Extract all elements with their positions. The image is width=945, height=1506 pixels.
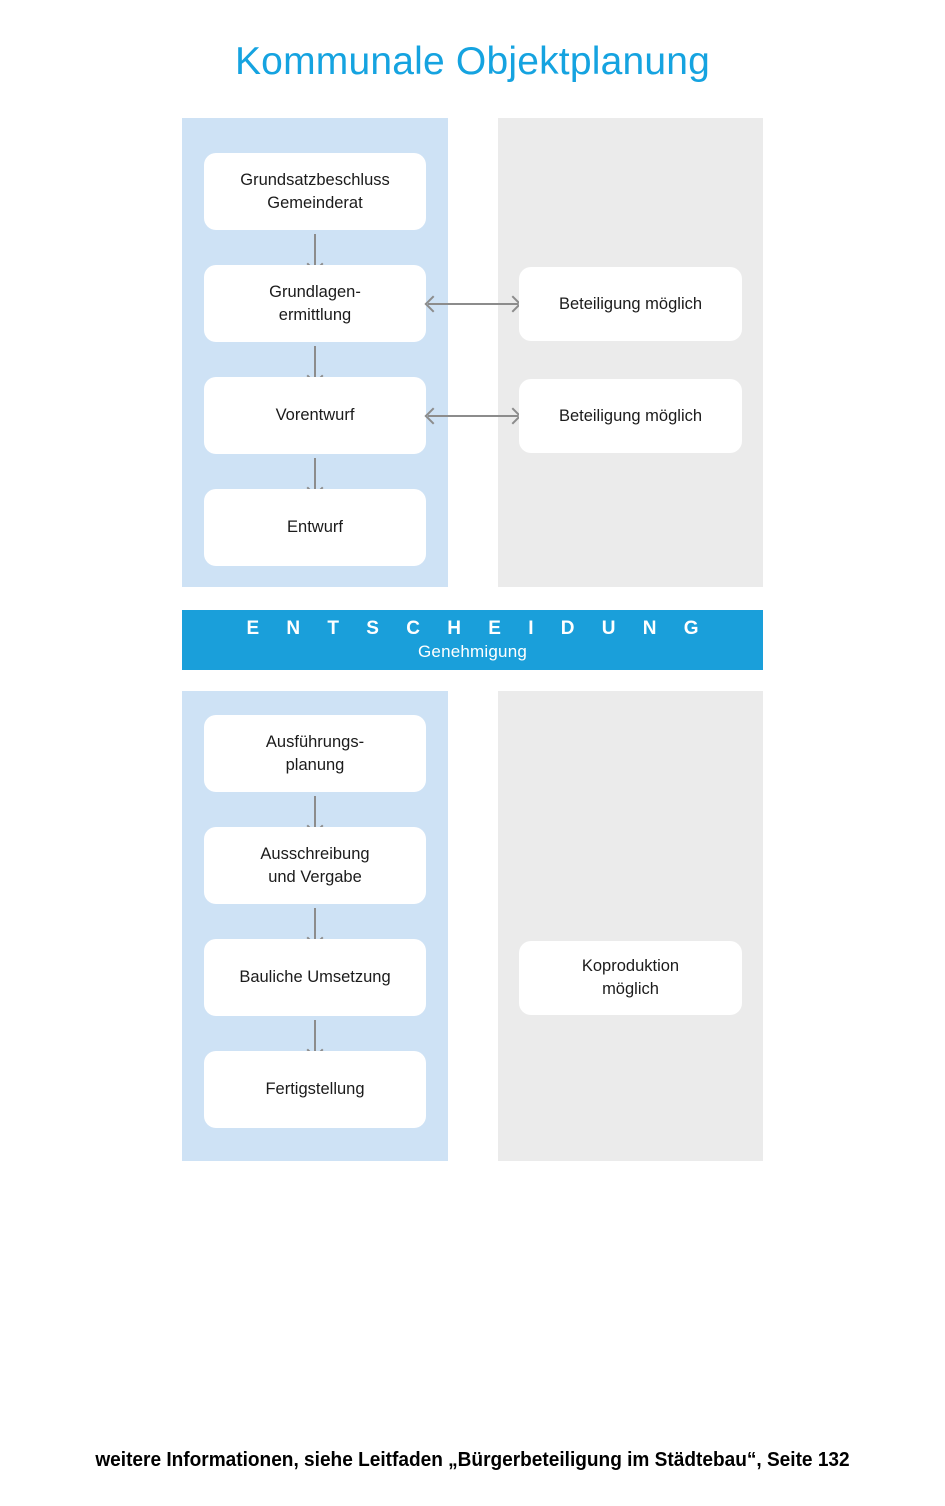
decision-banner-title: E N T S C H E I D U N G — [246, 618, 710, 639]
node-label-line2: Gemeinderat — [267, 193, 363, 212]
node-label-line1: Grundsatzbeschluss — [240, 170, 390, 189]
decision-banner-subtitle: Genehmigung — [418, 642, 527, 661]
node-grundlagenermittlung[interactable]: Grundlagen- ermittlung — [204, 265, 426, 342]
arrow-down-2 — [314, 346, 316, 381]
arrow-bidirectional-2 — [428, 415, 518, 417]
footer-note: weitere Informationen, siehe Leitfaden „… — [95, 1448, 850, 1471]
node-label: Ausschreibung und Vergabe — [260, 843, 369, 889]
node-entwurf[interactable]: Entwurf — [204, 489, 426, 566]
node-label-line1: Ausschreibung — [260, 844, 370, 863]
arrow-down-5 — [314, 908, 316, 943]
node-fertigstellung[interactable]: Fertigstellung — [204, 1051, 426, 1128]
node-beteiligung-moeglich-2[interactable]: Beteiligung möglich — [519, 379, 742, 453]
node-label: Koproduktion möglich — [582, 955, 679, 1001]
arrow-down-6 — [314, 1020, 316, 1055]
decision-banner: E N T S C H E I D U N G Genehmigung — [182, 610, 763, 670]
node-label: Grundlagen- ermittlung — [269, 281, 361, 327]
node-label: Ausführungs- planung — [266, 731, 364, 777]
node-label: Grundsatzbeschluss Gemeinderat — [240, 169, 390, 215]
node-vorentwurf[interactable]: Vorentwurf — [204, 377, 426, 454]
node-label-line1: Ausführungs- — [265, 732, 365, 751]
page-title: Kommunale Objektplanung — [234, 40, 711, 83]
arrow-bidirectional-1 — [428, 303, 518, 305]
node-label-line1: Grundlagen- — [269, 282, 361, 301]
arrow-down-1 — [314, 234, 316, 269]
node-label: Fertigstellung — [265, 1080, 365, 1098]
node-grundsatzbeschluss-gemeinderat[interactable]: Grundsatzbeschluss Gemeinderat — [204, 153, 426, 230]
node-label: Beteiligung möglich — [558, 294, 703, 313]
node-label-line2: möglich — [602, 980, 659, 998]
arrow-down-3 — [314, 458, 316, 493]
node-label: Vorentwurf — [275, 406, 355, 424]
node-label-line1: Koproduktion — [581, 957, 680, 975]
phase-one-participation-panel — [498, 118, 763, 587]
node-label: Entwurf — [287, 518, 343, 536]
node-label-line2: und Vergabe — [268, 867, 362, 886]
node-koproduktion-moeglich[interactable]: Koproduktion möglich — [519, 941, 742, 1015]
node-bauliche-umsetzung[interactable]: Bauliche Umsetzung — [204, 939, 426, 1016]
phase-two-participation-panel — [498, 691, 763, 1161]
node-label: Bauliche Umsetzung — [239, 968, 391, 986]
node-ausfuehrungsplanung[interactable]: Ausführungs- planung — [204, 715, 426, 792]
node-ausschreibung-und-vergabe[interactable]: Ausschreibung und Vergabe — [204, 827, 426, 904]
node-label: Beteiligung möglich — [558, 406, 703, 425]
arrow-down-4 — [314, 796, 316, 831]
node-label-line2: planung — [285, 755, 345, 774]
node-label-line2: ermittlung — [278, 305, 352, 324]
node-beteiligung-moeglich-1[interactable]: Beteiligung möglich — [519, 267, 742, 341]
